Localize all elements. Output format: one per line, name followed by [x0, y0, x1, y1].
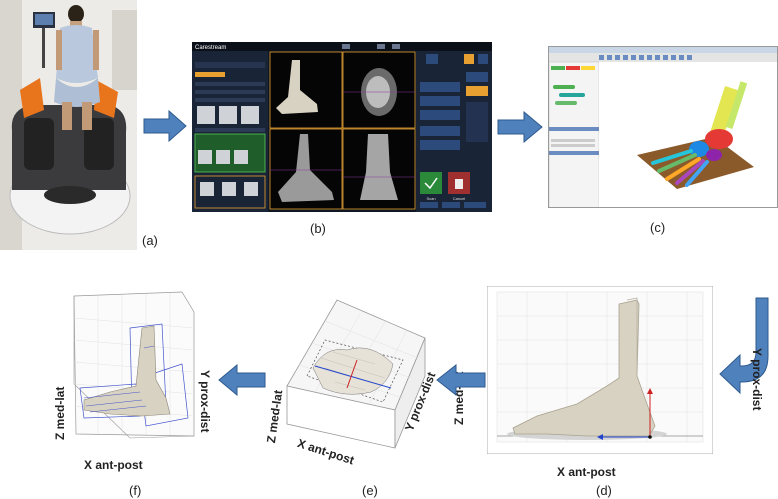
scanner-brand: Carestream: [195, 45, 226, 51]
foot-model-f: [73, 291, 195, 439]
label-b: (b): [310, 221, 326, 236]
axis-label-e-z: Z med-lat: [264, 389, 286, 444]
scan-button-label: Scan: [426, 196, 435, 201]
arrow-left-2: [218, 364, 266, 396]
label-f: (f): [129, 483, 142, 498]
axis-label-d-x: X ant-post: [557, 465, 616, 479]
axis-label-d-y: Y prox-dist: [750, 348, 764, 411]
panel-a-scanner-photo: [0, 0, 137, 250]
arrow-right-2: [497, 111, 543, 143]
foot-model-e: [286, 299, 426, 449]
arrow-curved-down: [719, 297, 769, 395]
label-a: (a): [142, 233, 158, 248]
arrow-right-1: [143, 110, 187, 142]
label-e: (e): [362, 483, 378, 498]
check-icon: [424, 177, 438, 190]
principal-axis-long: [314, 365, 392, 389]
foot-bone-model: [512, 299, 656, 437]
panel-e-bounding-box: [285, 298, 427, 453]
scanner-software-screen: Carestream: [192, 42, 492, 212]
trash-icon: [455, 179, 463, 189]
foot-model-d: [487, 286, 713, 454]
segmentation-screen: [549, 47, 777, 207]
scan-button[interactable]: [420, 172, 442, 194]
axis-label-f-y: Y prox-dist: [198, 370, 212, 433]
cancel-button-label: Cancel: [453, 196, 466, 201]
panel-f-aligned-model: [70, 288, 198, 450]
axis-label-f-x: X ant-post: [84, 458, 143, 472]
panel-b-scanner-software: Carestream: [192, 42, 492, 212]
panel-d-reference-frame: [487, 286, 713, 454]
foot-aligned-model: [83, 325, 171, 417]
axis-label-f-z: Z med-lat: [53, 386, 67, 440]
arrow-left-1: [436, 364, 486, 396]
principal-axis-short: [346, 359, 358, 389]
scanner-photo: [0, 0, 137, 250]
label-c: (c): [650, 220, 666, 235]
panel-c-segmentation-software: [548, 46, 778, 208]
label-d: (d): [596, 483, 612, 498]
